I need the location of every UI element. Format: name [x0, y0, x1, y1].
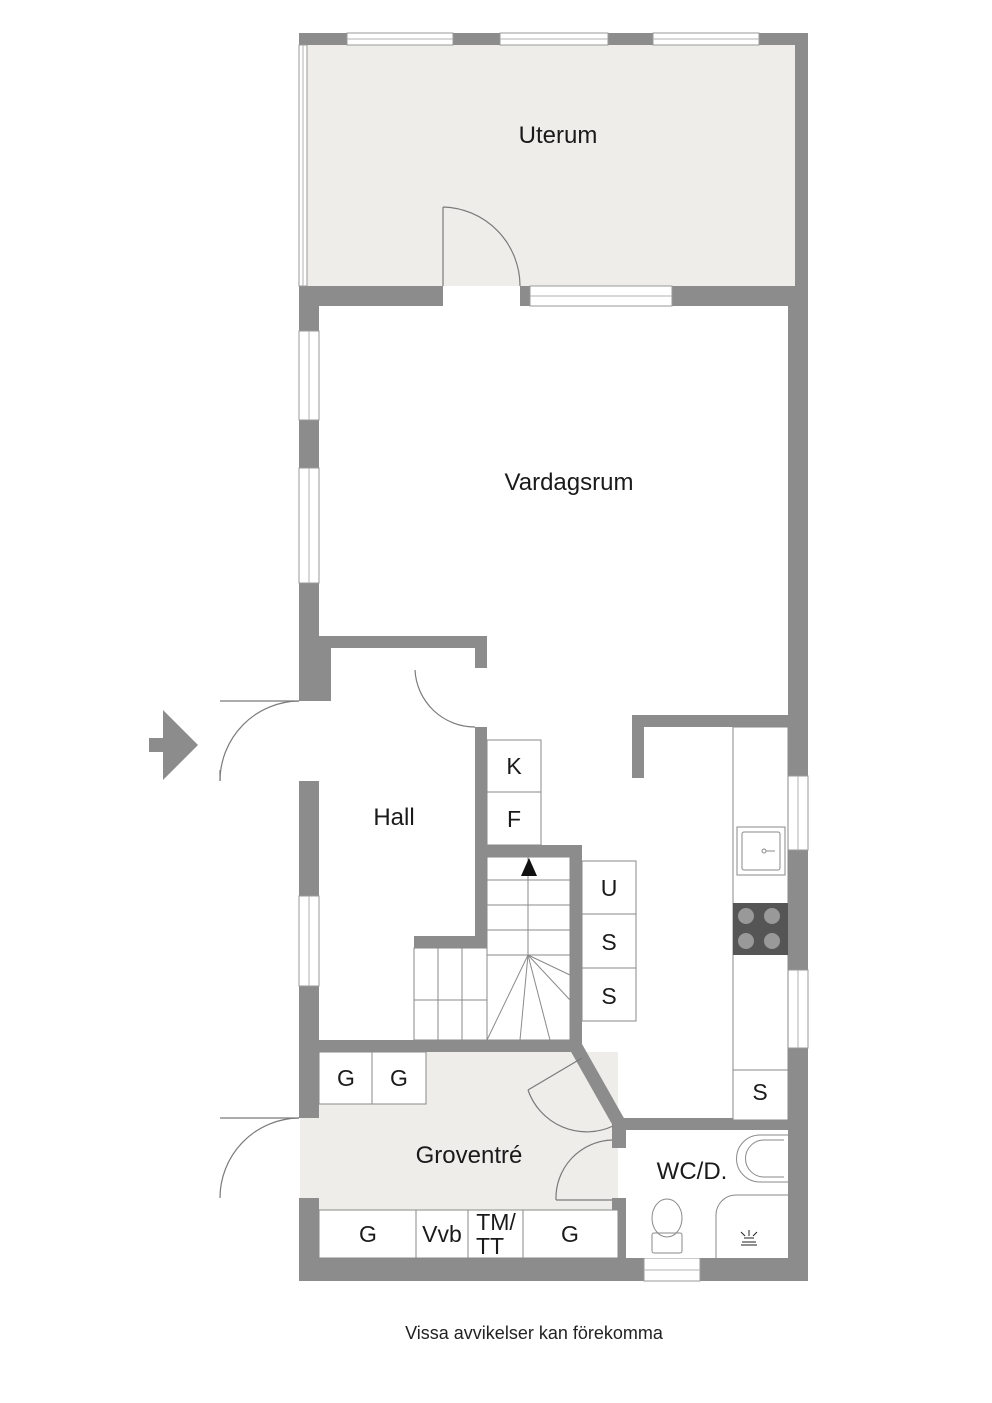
stair-direction-arrow-icon	[521, 858, 537, 876]
fixture-label-g3: G	[359, 1221, 377, 1247]
room-label-vardagsrum: Vardagsrum	[505, 469, 634, 496]
fixture-label-tt: TT	[476, 1233, 504, 1259]
fixture-label-g1: G	[337, 1065, 355, 1091]
groventre-boxes	[318, 1051, 619, 1259]
window-frames	[302, 38, 799, 1271]
entrance-arrow-icon	[149, 710, 198, 780]
fixture-label-s2: S	[601, 983, 616, 1009]
fixture-label-vvb: Vvb	[422, 1221, 462, 1247]
fixture-label-g4: G	[561, 1221, 579, 1247]
fixture-label-s1: S	[601, 929, 616, 955]
staircase	[413, 856, 571, 1041]
doors	[219, 206, 614, 1201]
walls	[299, 33, 808, 1281]
fixture-label-tm: TM/	[476, 1209, 516, 1235]
wc-fixtures	[626, 1130, 788, 1258]
room-label-wc: WC/D.	[657, 1158, 728, 1185]
fixture-label-g2: G	[390, 1065, 408, 1091]
fixture-label-k: K	[506, 753, 522, 779]
toilet-icon	[651, 1232, 683, 1254]
room-label-groventre: Groventré	[416, 1142, 523, 1169]
fixture-label-u: U	[601, 875, 618, 901]
stove-icon	[733, 903, 788, 955]
washbasin-icon	[736, 1134, 788, 1183]
kitchen-boxes	[486, 726, 789, 1121]
fixture-label-s3: S	[752, 1079, 767, 1105]
kitchen-sink-icon	[736, 826, 786, 876]
room-label-uterum: Uterum	[519, 122, 598, 149]
disclaimer-text: Vissa avvikelser kan förekomma	[405, 1323, 663, 1343]
uterum-floor	[306, 45, 800, 286]
fixture-label-f: F	[507, 806, 521, 832]
room-label-hall: Hall	[373, 804, 414, 831]
shower-icon	[715, 1194, 788, 1258]
